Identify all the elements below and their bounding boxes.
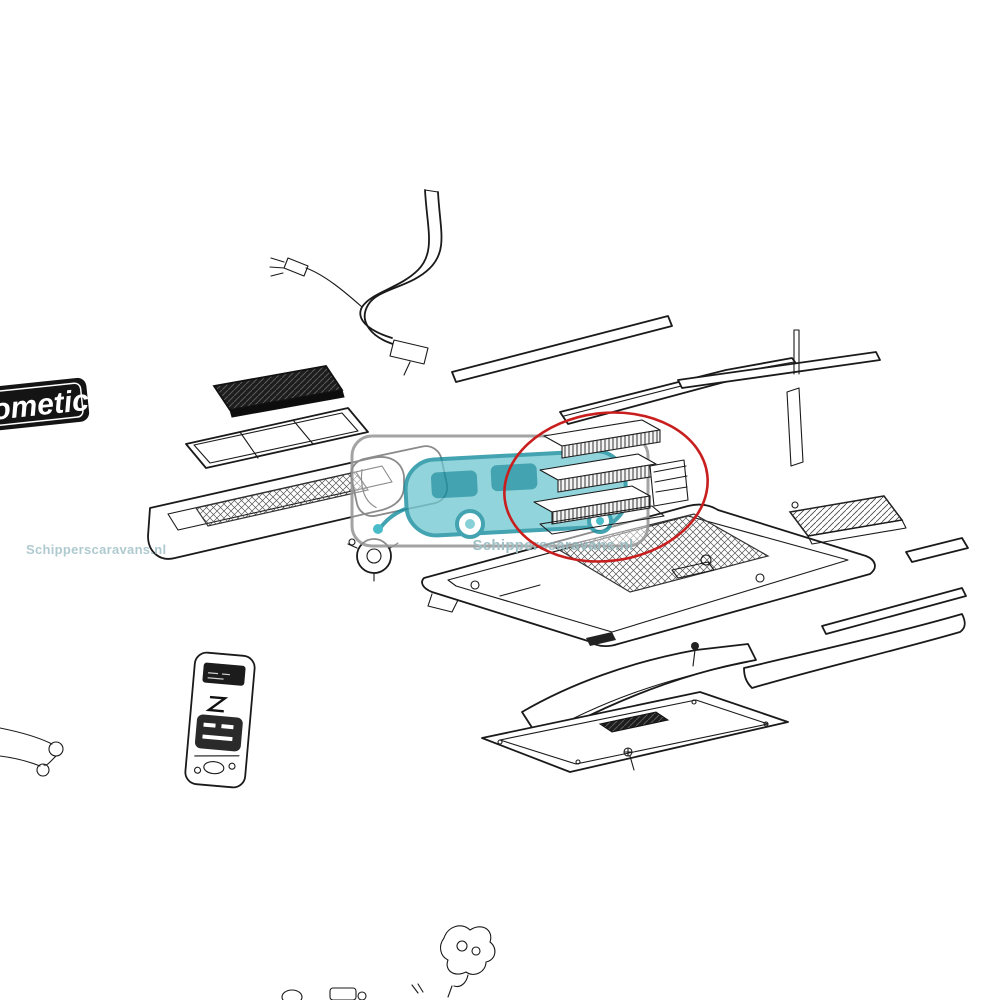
remote-z-mark [205,695,229,713]
drip-tray [539,505,665,535]
panel-slot [598,711,670,733]
hose-connector [269,257,363,308]
highlight-ellipse [503,411,709,563]
trim-strip-top [451,315,673,383]
caravan-hitch [379,506,409,529]
heater-element [649,459,689,507]
small-oval-part [281,989,303,1000]
evaporator-slab-2 [539,453,657,493]
side-strip-3 [905,537,969,563]
caravan-window-1 [431,470,478,499]
hose-end-fitting [389,339,429,365]
caravan-window-2 [490,463,538,492]
remote-control [184,651,256,789]
side-strip-1 [743,613,966,689]
exhaust-grille-dark [212,365,345,418]
air-distribution-tray [147,456,405,560]
pump-sketch [439,925,496,998]
bolt-1 [691,642,699,667]
small-tray-part [329,983,424,1000]
watermark-text-left: Schipperscaravans.nl [26,542,166,557]
gasket-strip [786,387,804,467]
mounting-rod [786,329,804,509]
brand-plate: ometic [0,377,91,437]
caravan-hitch-ball [373,524,383,534]
remote-button-oval [203,761,225,775]
side-vent-grille [788,495,907,545]
rear-strip [677,351,881,389]
evaporator-slab-3 [533,485,651,525]
bottom-panel [481,691,789,773]
evaporator-stack [533,419,689,535]
remote-keypad [194,714,243,752]
drain-hose [359,189,443,376]
brand-plate-bg [0,377,90,437]
main-base-pan [421,503,876,648]
watermark-text-center: Schipperscaravans.nl [472,537,633,554]
filter-panel [185,407,369,469]
evaporator-slab-1 [543,419,661,459]
bolt-2 [623,747,635,771]
side-strip-2 [821,587,967,635]
eyeglass-clip [0,727,64,777]
base-details [427,554,765,646]
tray-grille [195,471,369,527]
alignment-hole [791,501,799,509]
